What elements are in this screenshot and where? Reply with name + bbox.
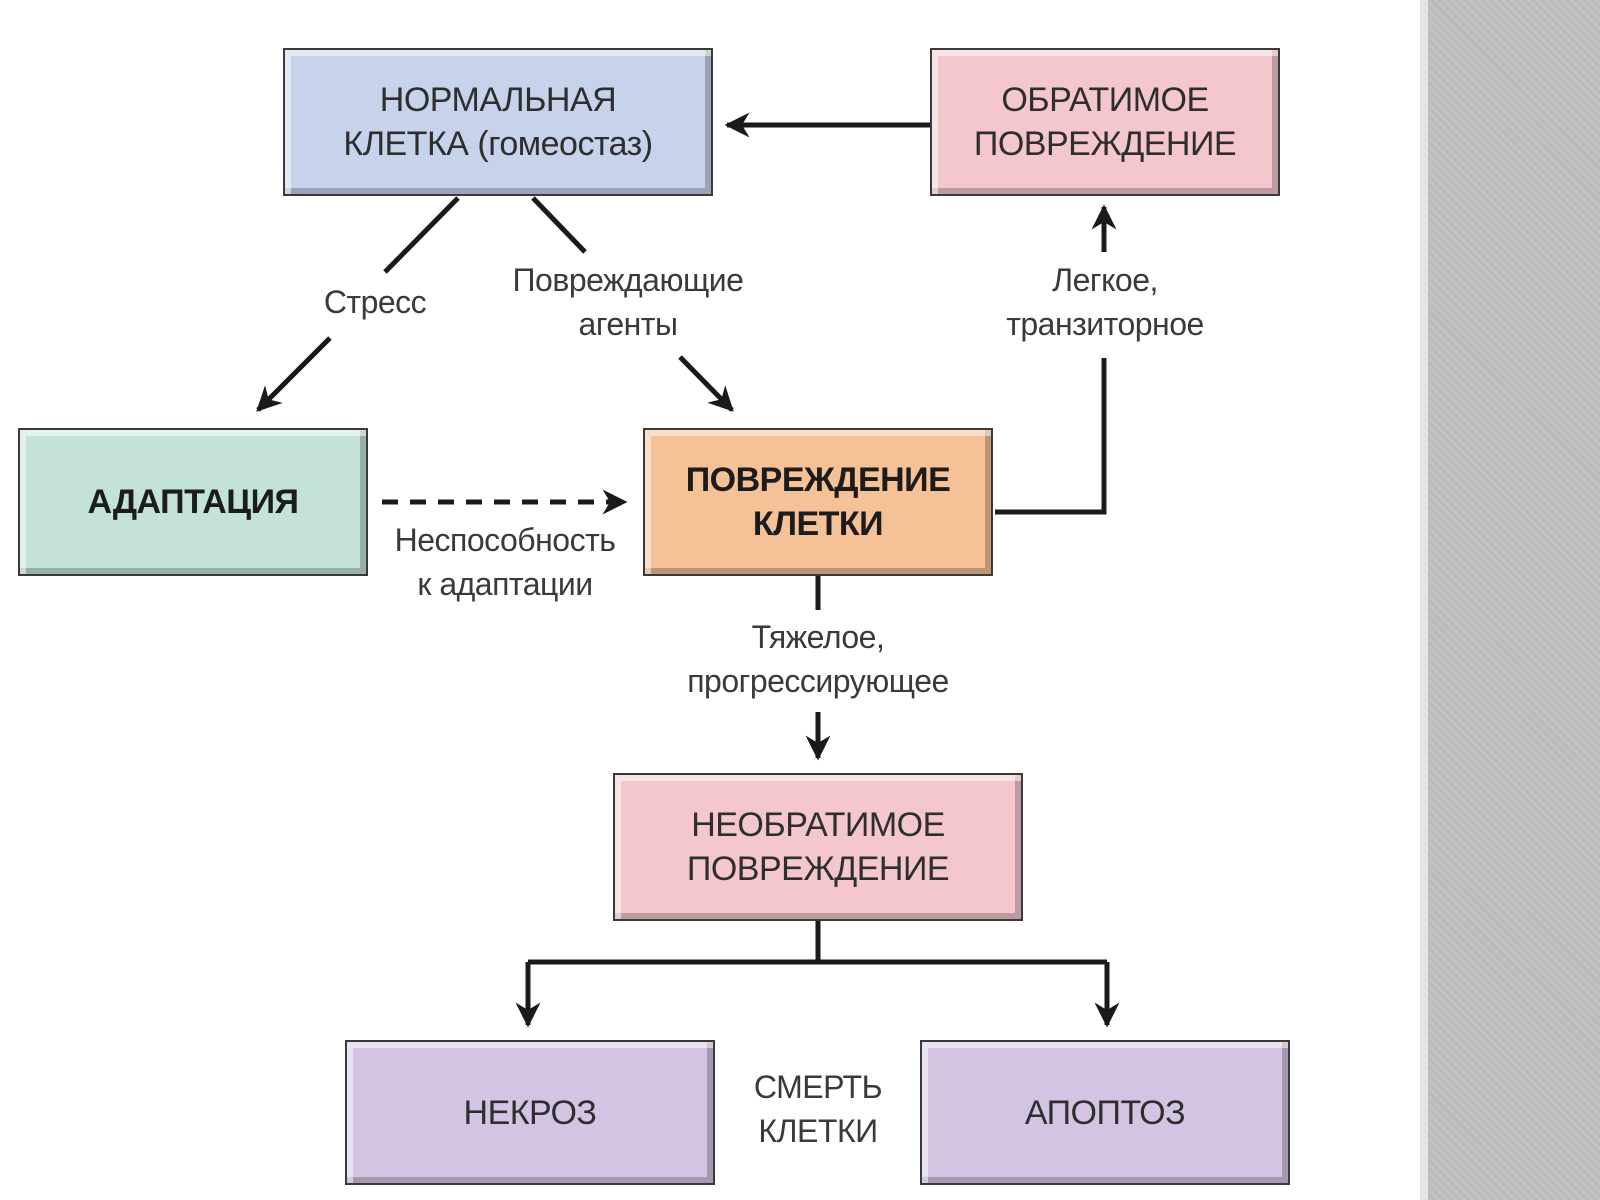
decorative-side-panel [1420, 0, 1600, 1200]
mild-transient-label: Легкое, транзиторное [1006, 262, 1204, 342]
severe-progressive-label: Тяжелое, прогрессирующее [687, 619, 949, 699]
adaptation-box: АДАПТАЦИЯ [18, 428, 368, 576]
connector-injury-to-mild [995, 358, 1107, 515]
cell-injury-label: ПОВРЕЖДЕНИЕ КЛЕТКИ [685, 461, 951, 543]
irreversible-injury-box: НЕОБРАТИМОЕ ПОВРЕЖДЕНИЕ [613, 773, 1023, 921]
stress-label: Стресс [323, 284, 427, 320]
apoptosis-box: АПОПТОЗ [920, 1040, 1290, 1185]
arrow-stress-to-adaptation [256, 336, 332, 412]
normal-cell-box: НОРМАЛЬНАЯ КЛЕТКА (гомеостаз) [283, 48, 713, 196]
irreversible-injury-label: НЕОБРАТИМОЕ ПОВРЕЖДЕНИЕ [686, 806, 950, 888]
adaptation-label: АДАПТАЦИЯ [87, 483, 299, 521]
necrosis-label: НЕКРОЗ [463, 1093, 597, 1132]
inability-to-adapt-label: Неспособность к адаптации [394, 522, 616, 602]
cell-death-label: СМЕРТЬ КЛЕТКИ [753, 1069, 883, 1149]
apoptosis-label: АПОПТОЗ [1024, 1093, 1186, 1132]
reversible-injury-box: ОБРАТИМОЕ ПОВРЕЖДЕНИЕ [930, 48, 1280, 196]
arrow-agents-to-injury [678, 355, 734, 412]
side-panel-edge [1420, 0, 1428, 1200]
connector-normal-to-stress [383, 196, 460, 274]
normal-cell-label: НОРМАЛЬНАЯ КЛЕТКА (гомеостаз) [343, 81, 653, 163]
damaging-agents-label: Повреждающие агенты [512, 262, 744, 342]
necrosis-box: НЕКРОЗ [345, 1040, 715, 1185]
reversible-injury-label: ОБРАТИМОЕ ПОВРЕЖДЕНИЕ [973, 81, 1237, 163]
connector-normal-to-agents [531, 196, 587, 254]
cell-injury-box: ПОВРЕЖДЕНИЕ КЛЕТКИ [643, 428, 993, 576]
